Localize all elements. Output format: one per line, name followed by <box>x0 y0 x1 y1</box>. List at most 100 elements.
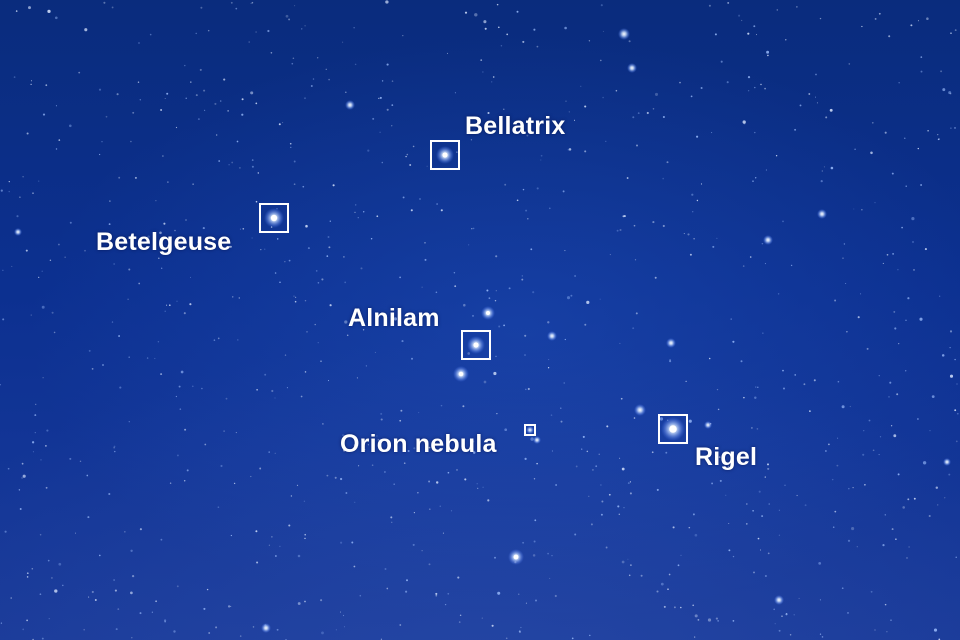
faint-star <box>696 199 699 202</box>
faint-star <box>378 97 380 100</box>
faint-star <box>726 81 729 84</box>
faint-star <box>160 373 163 376</box>
faint-star <box>743 396 745 399</box>
faint-star <box>917 147 919 150</box>
faint-star <box>354 211 356 214</box>
faint-star <box>304 537 306 540</box>
faint-star <box>654 92 659 96</box>
faint-star <box>250 2 252 4</box>
faint-star <box>714 33 717 36</box>
faint-star <box>442 532 444 534</box>
faint-star <box>842 257 844 259</box>
faint-star <box>627 558 629 560</box>
faint-star <box>621 467 625 471</box>
faint-star <box>108 223 111 226</box>
faint-star <box>487 499 490 502</box>
faint-star <box>264 373 267 376</box>
faint-star <box>41 637 44 640</box>
orion-nebula-star <box>526 426 534 434</box>
faint-star <box>942 88 946 92</box>
faint-star <box>359 594 362 597</box>
faint-star <box>278 123 281 126</box>
faint-star <box>764 87 766 90</box>
faint-star <box>270 51 273 54</box>
faint-star <box>891 172 894 175</box>
faint-star <box>400 409 403 412</box>
rigel-label: Rigel <box>695 443 758 471</box>
faint-star <box>199 68 202 71</box>
faint-star <box>589 634 591 637</box>
faint-star <box>484 27 487 30</box>
faint-star <box>717 620 719 622</box>
faint-star <box>605 546 608 549</box>
faint-star <box>608 493 611 496</box>
faint-star <box>58 562 62 566</box>
faint-star <box>218 160 221 162</box>
faint-star <box>494 299 497 302</box>
faint-star <box>180 370 184 374</box>
faint-star <box>874 629 876 631</box>
faint-star <box>377 438 380 441</box>
faint-star <box>87 516 90 519</box>
faint-star <box>518 593 520 595</box>
faint-star <box>271 389 274 393</box>
faint-star <box>79 460 82 463</box>
faint-star <box>230 534 233 537</box>
faint-star <box>456 469 458 471</box>
faint-star <box>161 267 163 269</box>
faint-star <box>720 60 723 63</box>
faint-star <box>335 629 337 631</box>
faint-star <box>147 235 150 238</box>
faint-star <box>264 248 266 250</box>
faint-star <box>904 137 906 139</box>
faint-star <box>747 32 750 35</box>
faint-star <box>768 503 770 505</box>
faint-star <box>533 478 536 480</box>
faint-star <box>886 253 889 256</box>
faint-star <box>268 544 271 546</box>
faint-star <box>186 469 189 472</box>
faint-star <box>815 73 817 76</box>
faint-star <box>428 563 431 566</box>
faint-star <box>668 573 671 576</box>
faint-star <box>412 145 415 148</box>
faint-star <box>841 587 844 590</box>
faint-star <box>239 167 241 169</box>
faint-star <box>666 161 669 164</box>
faint-star <box>696 135 699 138</box>
faint-star <box>113 263 115 265</box>
faint-star <box>755 386 757 388</box>
faint-star <box>573 119 576 121</box>
faint-star <box>248 41 250 43</box>
faint-star <box>418 197 422 201</box>
faint-star <box>933 628 938 632</box>
faint-star <box>117 608 120 610</box>
faint-star <box>134 176 137 179</box>
faint-star <box>535 599 537 602</box>
faint-star <box>115 628 118 631</box>
faint-star <box>949 346 951 349</box>
bright-star <box>817 209 827 219</box>
faint-star <box>487 111 490 115</box>
faint-star <box>937 138 940 141</box>
faint-star <box>796 494 798 497</box>
faint-star <box>694 636 696 638</box>
faint-star <box>0 383 1 386</box>
faint-star <box>51 311 54 314</box>
faint-star <box>847 539 851 542</box>
faint-star <box>42 377 44 379</box>
faint-star <box>45 486 48 489</box>
faint-star <box>521 278 524 281</box>
faint-star <box>374 351 376 353</box>
faint-star <box>749 256 752 258</box>
faint-star <box>708 4 711 7</box>
faint-star <box>101 141 103 143</box>
faint-star <box>584 150 587 153</box>
faint-star <box>237 339 239 341</box>
faint-star <box>799 104 802 107</box>
faint-star <box>358 465 360 467</box>
faint-star <box>716 388 719 391</box>
faint-star <box>949 92 952 95</box>
faint-star <box>829 108 833 112</box>
faint-star <box>139 528 142 531</box>
